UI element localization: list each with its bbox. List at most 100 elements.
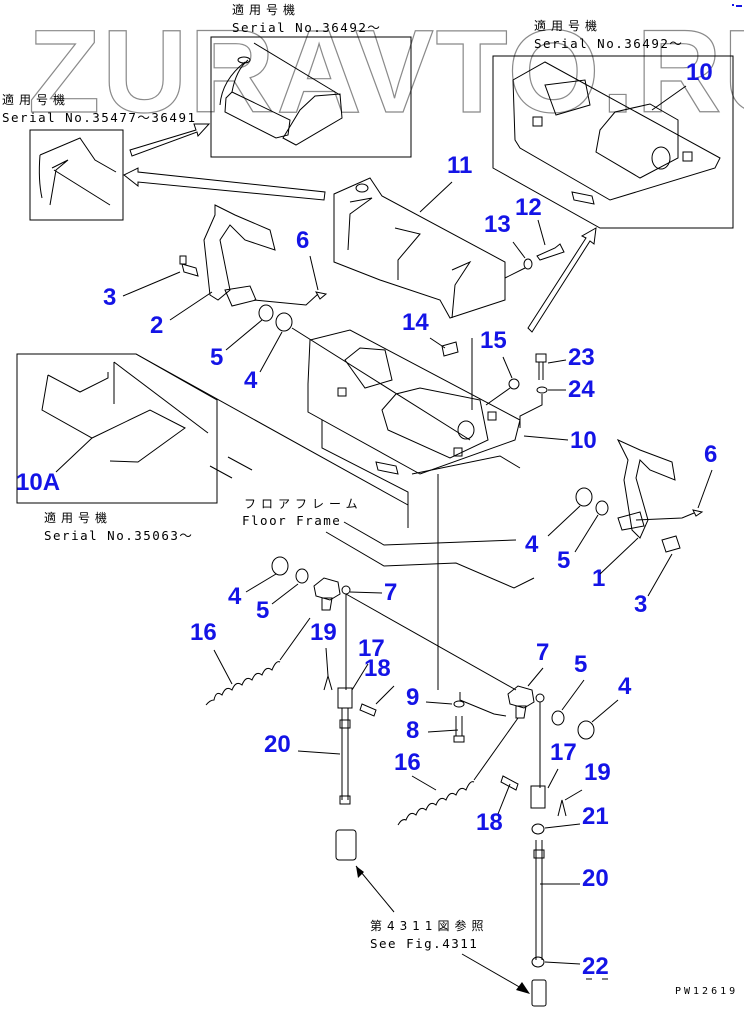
part-label-20-right: 20 (582, 865, 609, 892)
part-3-grease-fitting-icon (179, 255, 199, 277)
part-label-5-lower: 5 (256, 597, 269, 624)
part-label-17-left: 17 (358, 635, 385, 662)
cable-end-icon (335, 829, 357, 861)
part-label-24: 24 (568, 376, 595, 403)
part-19-pin-icon (323, 674, 333, 691)
part-label-16-left: 16 (190, 619, 217, 646)
part-label-2: 2 (150, 312, 163, 339)
part-15-nut-icon (508, 378, 520, 390)
inset-left-bottom: 10A 適用号機 Serial No.35063～ (16, 353, 218, 543)
corner-mark (732, 4, 742, 7)
part-4-bushing-icon (577, 720, 595, 740)
part-label-5-right: 5 (574, 651, 587, 678)
part-6-clip-icon (315, 291, 328, 300)
part-label-9: 9 (406, 684, 419, 711)
part-13-washer-icon (523, 258, 533, 270)
part-label-6-left: 6 (296, 227, 309, 254)
part-label-3-left: 3 (103, 284, 116, 311)
part-10A-plate-icon (41, 361, 209, 463)
control-box-assembly-icon (512, 61, 721, 205)
part-16-spring-icon (205, 661, 281, 706)
part-label-3-right: 3 (634, 591, 647, 618)
part-label-17-right: 17 (550, 739, 577, 766)
inset-top-center-serial: Serial No.36492～ (232, 20, 381, 35)
part-label-14: 14 (402, 309, 429, 336)
part-label-5-left: 5 (210, 344, 223, 371)
part-21-nut-icon (531, 823, 545, 835)
part-label-12: 12 (515, 194, 542, 221)
inset-left-top-serial: Serial No.35477～36491 (2, 110, 197, 125)
part-5-washer-icon (551, 710, 565, 726)
spring-line (253, 293, 319, 306)
arrow-head-icon (356, 866, 364, 878)
inset-top-right-serial: Serial No.36492～ (534, 36, 683, 51)
part-16-spring-icon (397, 781, 475, 826)
part-label-11: 11 (447, 152, 472, 179)
see-fig-jp: 第4311図参照 (370, 918, 489, 933)
part-4-bushing-icon (275, 312, 293, 332)
part-20-rod-icon (339, 708, 351, 805)
inset-left-bottom-jp: 適用号機 (44, 510, 112, 525)
part-18-pin-icon (500, 775, 519, 791)
part-label-13: 13 (484, 211, 511, 238)
part-label-6-right: 6 (704, 441, 717, 468)
part-label-19-right: 19 (584, 759, 611, 786)
part-label-21: 21 (582, 803, 609, 830)
part-9-cotter-icon (453, 700, 465, 708)
inset-left-top: 適用号機 Serial No.35477～36491 (2, 92, 197, 221)
part-17-clevis-icon (530, 785, 546, 809)
part-12-bolt-icon (536, 243, 565, 261)
see-fig-leader (461, 953, 529, 993)
part-4-bushing-icon (575, 487, 593, 507)
part-11-cover (333, 177, 506, 319)
floor-cover-old-part-icon (38, 137, 117, 206)
part-label-10A: 10A (16, 469, 60, 496)
part-24-washer-icon (536, 386, 548, 394)
part-18-pin-icon (359, 703, 377, 717)
part-17-clevis-icon (337, 687, 353, 709)
floor-frame-leader (343, 521, 517, 546)
part-20-rod-icon (533, 840, 545, 960)
part-7-lever-right (507, 685, 545, 719)
arrow-to-right-inset (527, 227, 597, 333)
inset-top-right-jp: 適用号機 (534, 18, 602, 33)
part-5-washer-icon (295, 568, 309, 584)
part-23-bolt-icon (535, 353, 547, 380)
part-label-20-left: 20 (264, 731, 291, 758)
inset-frame (492, 55, 734, 229)
part-label-4-right: 4 (618, 673, 632, 700)
watermark: ZURAVTO.RU (28, 6, 744, 138)
part-label-18-left: 18 (364, 655, 391, 682)
part-label-4-left: 4 (244, 367, 258, 394)
floor-frame-leader (325, 531, 535, 589)
part-14-screw-icon (441, 341, 459, 357)
inset-left-bottom-serial: Serial No.35063～ (44, 528, 193, 543)
part-label-7-right: 7 (536, 639, 549, 666)
part-10-control-box (307, 329, 521, 690)
arrow-head-icon (516, 982, 530, 994)
inset-left-top-jp: 適用号機 (2, 92, 70, 107)
part-8-bolt-icon (453, 716, 465, 743)
part-label-8: 8 (406, 717, 419, 744)
part-label-7-left: 7 (384, 579, 397, 606)
part-label-10-inset: 10 (686, 59, 713, 86)
part-7-lever-left (313, 577, 351, 611)
part-5-washer-icon (258, 304, 274, 322)
part-3-grease-fitting-icon (661, 535, 681, 553)
part-5-washer-icon (595, 500, 609, 516)
cable-end-icon (531, 979, 547, 1007)
inset-frame (210, 36, 412, 158)
inset-top-center: 適用号機 Serial No.36492～ (210, 2, 412, 158)
floor-cover-part-icon (219, 42, 343, 146)
inset-top-right: 適用号機 Serial No.36492～ 10 (492, 18, 734, 229)
part-label-1: 1 (592, 565, 605, 592)
floor-frame-jp: フロアフレーム (244, 497, 363, 511)
part-label-4-lower: 4 (228, 583, 242, 610)
part-label-5-mid: 5 (557, 547, 570, 574)
inset-top-center-jp: 適用号機 (232, 2, 300, 17)
inset-frame (16, 353, 218, 504)
part-22-nut-icon (531, 956, 545, 968)
part-label-15: 15 (480, 327, 507, 354)
part-1-pedal (616, 438, 695, 539)
